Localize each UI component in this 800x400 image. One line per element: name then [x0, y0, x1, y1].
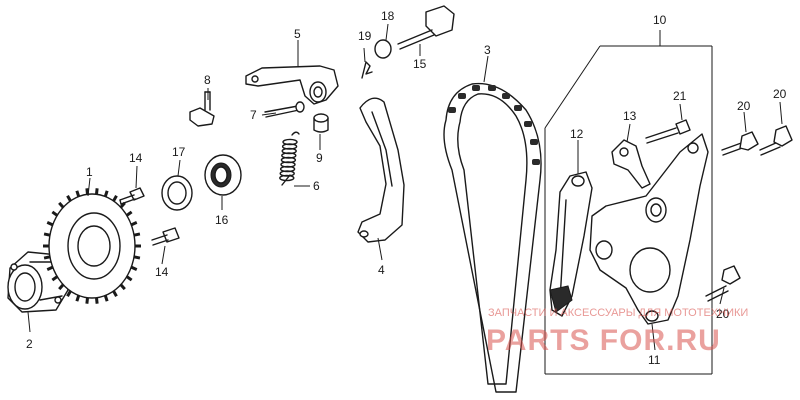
chain-link: [448, 107, 456, 113]
bolt-14-lower-part: [151, 227, 180, 246]
sprocket-tooth: [85, 297, 89, 304]
sprocket-tooth: [112, 195, 118, 202]
callout-14-lower: 14: [155, 265, 169, 279]
bolt-21-part: [645, 119, 691, 144]
callout-7: 7: [250, 108, 257, 122]
chain-link: [502, 93, 510, 99]
sprocket-tooth: [133, 255, 141, 260]
spring-coil: [279, 174, 295, 182]
tensioner-slipper-12-part: [549, 171, 593, 317]
callout-17: 17: [172, 145, 186, 159]
sprocket-tooth: [130, 221, 138, 227]
oring-18-part: [374, 39, 392, 59]
chain-link: [514, 105, 522, 111]
callout-20-b: 20: [773, 87, 787, 101]
bolt-8-part: [189, 91, 215, 127]
clip-19-part: [361, 61, 373, 79]
sprocket-tooth: [58, 283, 65, 291]
sprocket-tooth: [119, 283, 126, 291]
callout-8: 8: [204, 73, 211, 87]
bolt-20-c-part: [705, 265, 741, 302]
bolt-15-part: [397, 5, 455, 50]
callout-21: 21: [673, 89, 687, 103]
collar-9-part: [313, 113, 329, 133]
callout-9: 9: [316, 151, 323, 165]
watermark: ЗАПЧАСТИ И АКСЕССУАРЫ ДЛЯ МОТОТЕХНИКИ PA…: [486, 307, 748, 357]
callout-11: 11: [648, 353, 661, 367]
callout-18: 18: [381, 9, 395, 23]
sprocket-tooth: [130, 265, 138, 271]
leader-lines: [27, 23, 783, 351]
callout-20-c: 20: [716, 307, 730, 321]
bolt-14-upper-part: [119, 187, 145, 205]
oil-seal-16-part: [204, 154, 242, 196]
sprocket-tooth: [125, 275, 133, 282]
sprocket-tooth: [85, 188, 89, 195]
sprocket-tooth: [75, 190, 81, 198]
sprocket-tooth: [95, 188, 99, 195]
callout-19: 19: [358, 29, 372, 43]
sprocket-tooth: [95, 297, 99, 304]
sprocket-tooth: [51, 275, 59, 282]
callout-2: 2: [26, 337, 33, 351]
cam-chain-3-part: [443, 82, 542, 393]
watermark-logo: PARTS FOR.RU: [486, 324, 721, 357]
chain-link: [524, 121, 532, 127]
bolt-20-b-part: [759, 125, 793, 156]
callout-6: 6: [313, 179, 320, 193]
callout-3: 3: [484, 43, 491, 57]
assembly-10-bracket-lines: [544, 30, 713, 375]
sprocket-part: [43, 188, 141, 304]
callout-labels: 1 2 3 4 5 6 7 8 9 10 11 12 13 14 14 15 1…: [26, 9, 787, 367]
callout-15: 15: [413, 57, 427, 71]
tensioner-plate-11-part: [589, 133, 709, 325]
sprocket-tooth: [66, 195, 72, 202]
chain-guide-4-part: [357, 97, 405, 243]
bolt-20-a-part: [721, 131, 759, 156]
sprocket-tooth: [103, 294, 109, 302]
chain-link: [472, 85, 480, 91]
sprocket-tooth: [46, 265, 54, 271]
tensioner-bracket-5-part: [245, 65, 339, 105]
sprocket-tooth: [51, 210, 59, 217]
sprocket-tooth: [43, 255, 51, 260]
callout-4: 4: [378, 263, 385, 277]
chain-link: [488, 85, 496, 91]
sprocket-tooth: [112, 290, 118, 297]
callout-12: 12: [570, 127, 584, 141]
bolt-7-part: [264, 101, 305, 118]
sprocket-tooth: [75, 294, 81, 302]
sprocket-tooth: [46, 221, 54, 227]
callout-16: 16: [215, 213, 229, 227]
sprocket-tooth: [125, 210, 133, 217]
callout-1: 1: [86, 165, 93, 179]
spring-6-part: [279, 131, 300, 186]
callout-14-upper: 14: [129, 151, 143, 165]
sprocket-tooth: [58, 201, 65, 209]
chain-link: [530, 139, 538, 145]
sprocket-tooth: [133, 232, 141, 237]
callout-5: 5: [294, 27, 301, 41]
washer-17-part: [161, 175, 193, 211]
sprocket-tooth: [119, 201, 126, 209]
callout-10: 10: [653, 13, 667, 27]
sprocket-tooth: [43, 232, 51, 237]
bracket-13-part: [611, 139, 651, 189]
chain-link: [532, 159, 540, 165]
chain-link: [458, 93, 466, 99]
watermark-tagline: ЗАПЧАСТИ И АКСЕССУАРЫ ДЛЯ МОТОТЕХНИКИ: [488, 307, 748, 319]
sprocket-tooth: [103, 190, 109, 198]
callout-20-a: 20: [737, 99, 751, 113]
sprocket-tooth: [66, 290, 72, 297]
callout-13: 13: [623, 109, 637, 123]
